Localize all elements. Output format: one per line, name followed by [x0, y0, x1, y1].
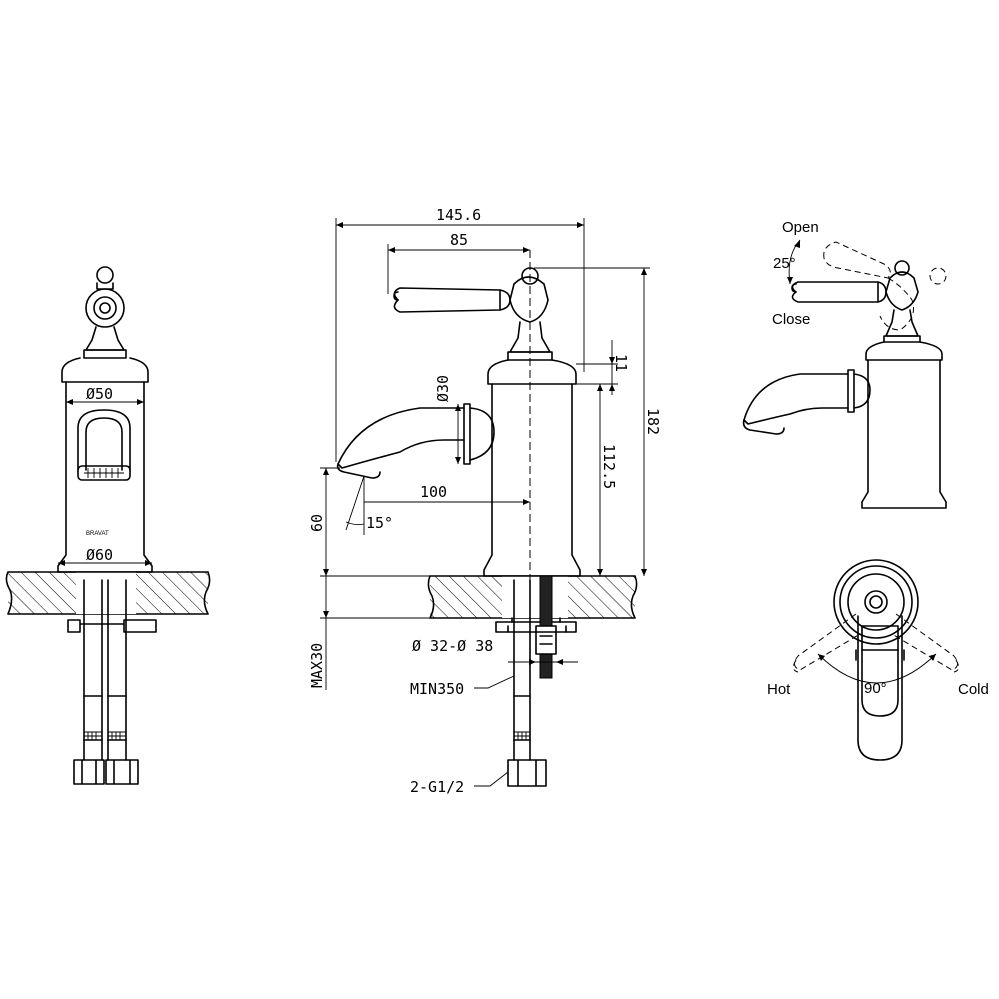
side-body [483, 383, 581, 577]
side-dim-112-5: 112.5 [600, 444, 618, 489]
top-view-knob [864, 590, 888, 614]
handle-view-lever [791, 281, 887, 303]
side-lever-handle [393, 287, 511, 313]
side-hose [513, 579, 531, 697]
front-nut-right [105, 759, 139, 785]
top-view-spout [857, 615, 903, 761]
side-mounting-rod [539, 575, 553, 627]
front-body-cap [61, 357, 149, 383]
handle-view-close: Close [772, 311, 810, 328]
side-dim-min350: MIN350 [410, 680, 464, 698]
side-lever-hub [509, 276, 549, 323]
side-nut [507, 759, 547, 787]
top-view: 90° Hot Cold [767, 559, 989, 761]
front-spout-opening [77, 409, 131, 471]
front-view: Ø50 BRAVAT Ø60 [5, 266, 211, 785]
handle-view-open: Open [782, 219, 819, 236]
front-hose-right [107, 579, 127, 697]
side-dim-11: 11 [612, 354, 630, 372]
front-nut-left [73, 759, 105, 785]
side-dim-145-6: 145.6 [436, 206, 481, 224]
side-spout [337, 407, 465, 469]
side-dim-connection: 2-G1/2 [410, 778, 464, 796]
side-body-cap [487, 359, 577, 385]
side-dim-100: 100 [420, 483, 447, 501]
side-dim-hole: Ø 32-Ø 38 [412, 637, 493, 655]
side-dim-85: 85 [450, 231, 468, 249]
side-dim-182: 182 [644, 408, 662, 435]
top-view-cold: Cold [958, 681, 989, 698]
front-aerator [77, 465, 131, 481]
side-dim-15-deg: 15° [366, 514, 393, 532]
handle-view-angle: 25° [773, 255, 796, 272]
side-view: 145.6 85 Ø30 100 15° 60 MAX30 [308, 206, 662, 796]
top-view-base-outer [833, 559, 919, 645]
top-view-angle: 90° [864, 680, 887, 697]
handle-view-body [865, 341, 943, 361]
side-dim-max30: MAX30 [308, 643, 326, 688]
side-dim-30: Ø30 [434, 375, 452, 402]
top-view-hot: Hot [767, 681, 791, 698]
front-body [57, 381, 153, 573]
handle-view: Open 25° Close [742, 219, 947, 509]
side-dim-60: 60 [308, 514, 326, 532]
front-dim-60: Ø60 [86, 546, 113, 564]
front-hose-left [83, 579, 103, 697]
front-dim-50: Ø50 [86, 385, 113, 403]
front-brand: BRAVAT [86, 531, 109, 537]
handle-view-spout [743, 373, 849, 425]
front-handle-ring [85, 288, 125, 328]
front-handle-knob-top [96, 266, 114, 284]
